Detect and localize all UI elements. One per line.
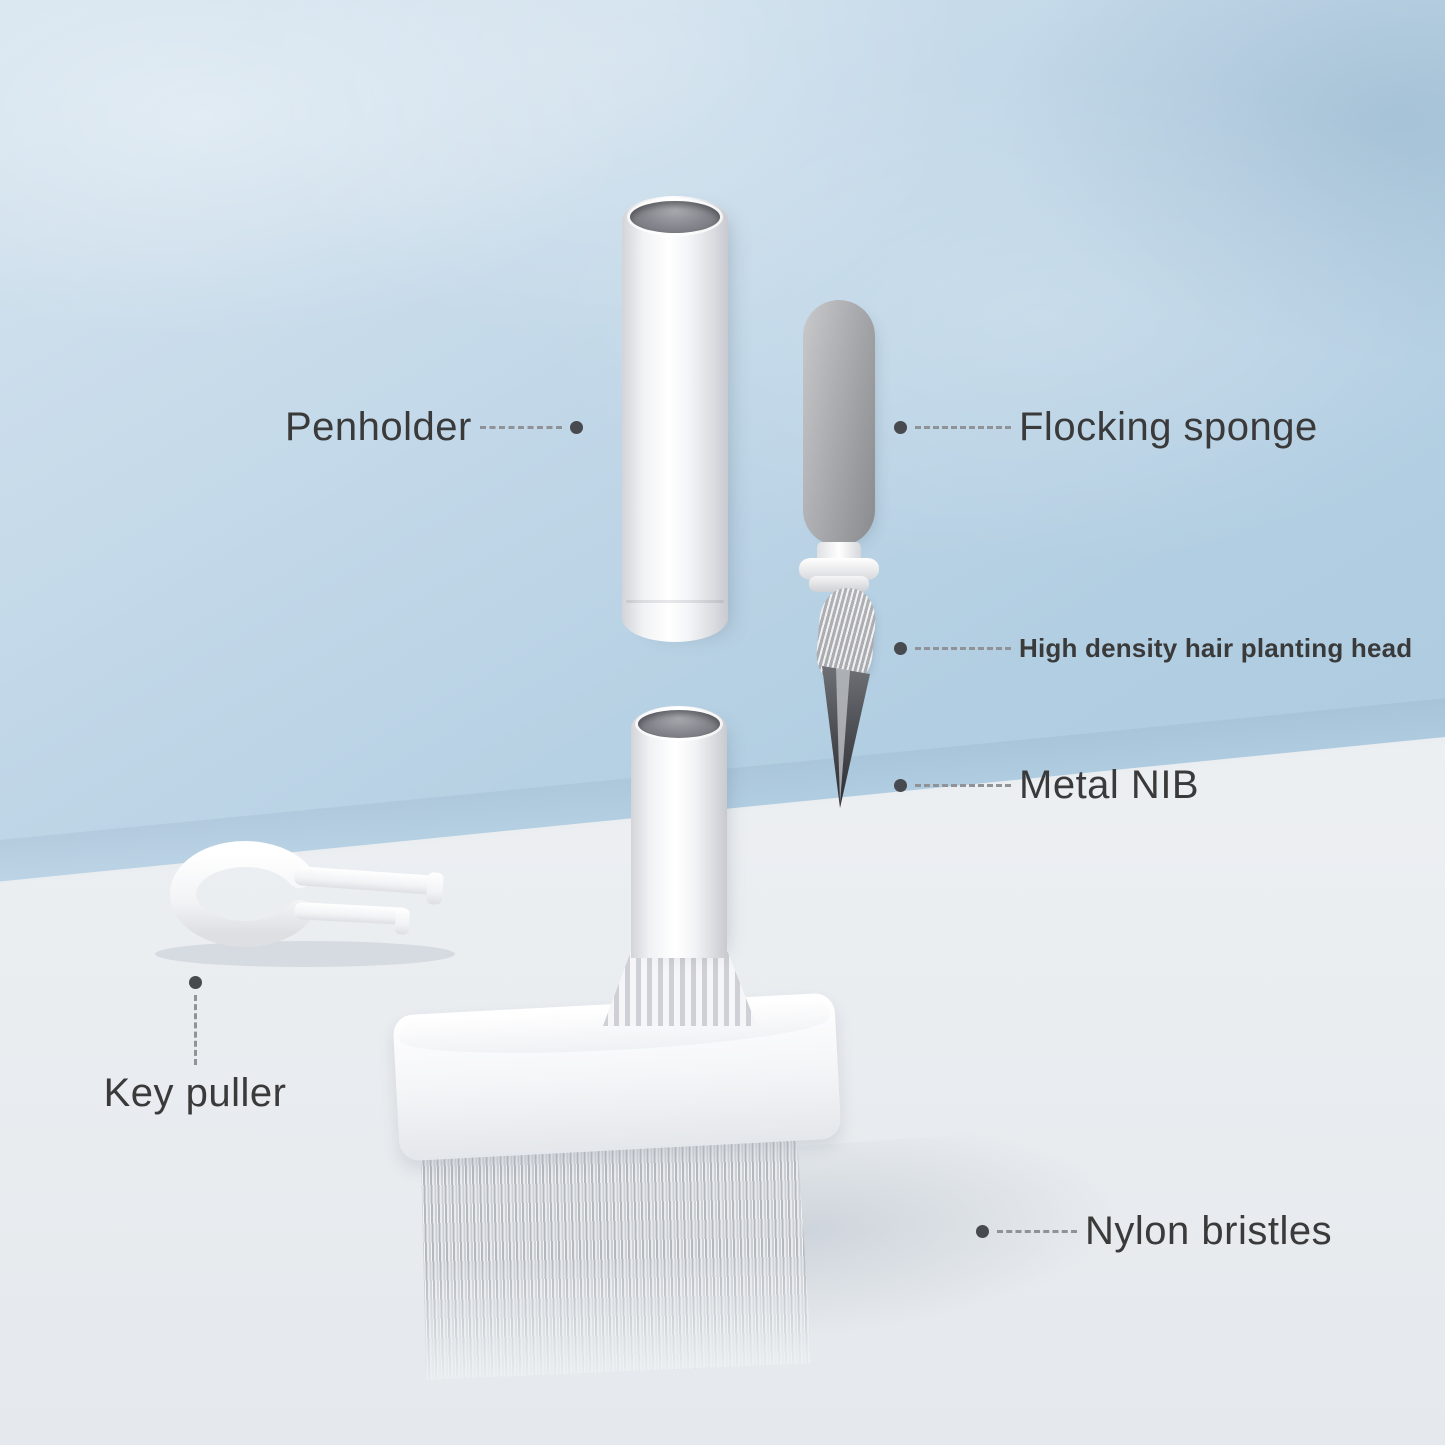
penholder-label: Penholder [285, 405, 472, 449]
flocking-sponge-label: Flocking sponge [1019, 405, 1318, 449]
flocking-sponge [803, 300, 875, 546]
top-tube-opening [630, 201, 720, 233]
key-puller-shadow [155, 941, 455, 967]
key-puller-arm-bottom [294, 902, 409, 925]
leader-dot [188, 976, 202, 989]
callout-hair-planting-head: High density hair planting head [894, 633, 1412, 664]
base-tube-opening [638, 710, 720, 738]
key-puller [155, 841, 455, 967]
metal-nib-label: Metal NIB [1019, 763, 1200, 807]
penholder-base-tube [631, 706, 727, 958]
ribbed-collar [603, 952, 757, 1026]
callout-flocking-sponge: Flocking sponge [894, 405, 1318, 450]
nib-highlight [836, 668, 850, 804]
leader-line [915, 426, 1011, 429]
leader-line [193, 995, 197, 1065]
key-puller-label: Key puller [103, 1071, 287, 1115]
callout-metal-nib: Metal NIB [894, 763, 1199, 808]
key-puller-hook-bottom [394, 908, 410, 935]
leader-dot [894, 421, 907, 434]
callout-key-puller: Key puller [80, 976, 310, 1116]
leader-line [915, 647, 1011, 650]
nylon-bristles-label: Nylon bristles [1085, 1209, 1333, 1253]
leader-dot [894, 779, 907, 792]
hair-planting-head-label: High density hair planting head [1019, 633, 1413, 663]
key-puller-hook-top [426, 872, 444, 905]
metal-nib [822, 666, 870, 808]
tube-seam [626, 600, 724, 603]
nib-blade [822, 666, 870, 808]
leader-dot [976, 1225, 989, 1238]
callout-nylon-bristles: Nylon bristles [976, 1209, 1332, 1254]
key-puller-arm-top [294, 866, 443, 895]
pen-flange-ring [799, 558, 879, 580]
leader-dot [569, 421, 583, 434]
leader-line [479, 426, 562, 429]
leader-dot [894, 642, 907, 655]
callout-penholder: Penholder [285, 405, 583, 450]
key-puller-ring [170, 841, 313, 947]
penholder-top-tube [622, 196, 728, 642]
leader-line [915, 784, 1011, 787]
leader-line [997, 1230, 1077, 1233]
